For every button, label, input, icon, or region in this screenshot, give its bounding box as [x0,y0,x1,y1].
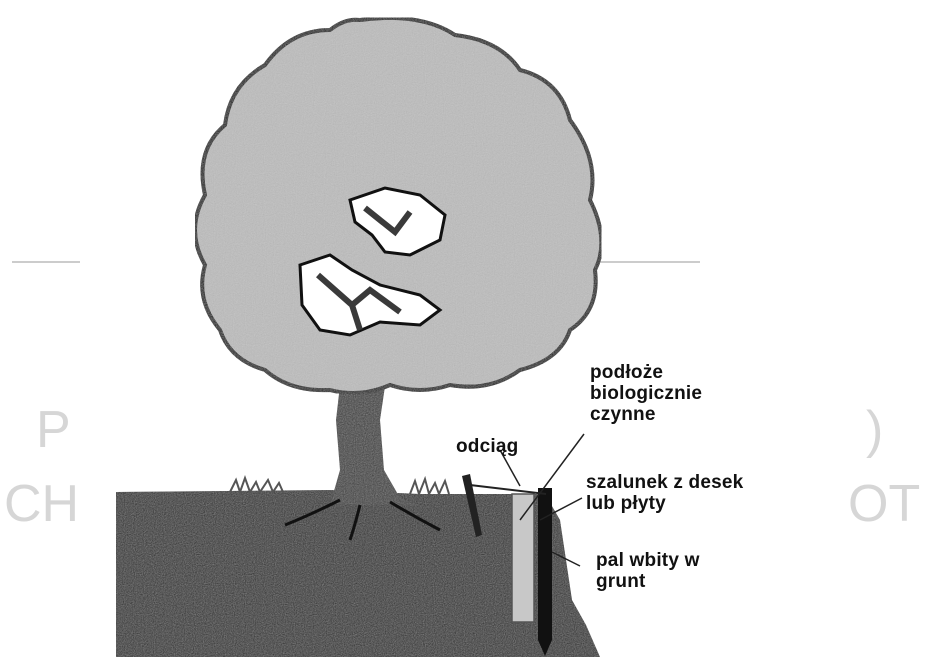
grass-left [230,478,283,492]
label-podloze: podłoże biologicznie czynne [590,362,702,425]
label-pal: pal wbity w grunt [596,550,700,592]
label-odciag: odciąg [456,436,518,457]
label-szalunek: szalunek z desek lub płyty [586,472,743,514]
grass-right [410,479,449,494]
stake-post [538,488,552,656]
formwork-board [512,494,534,622]
guy-wire-line [470,485,546,494]
